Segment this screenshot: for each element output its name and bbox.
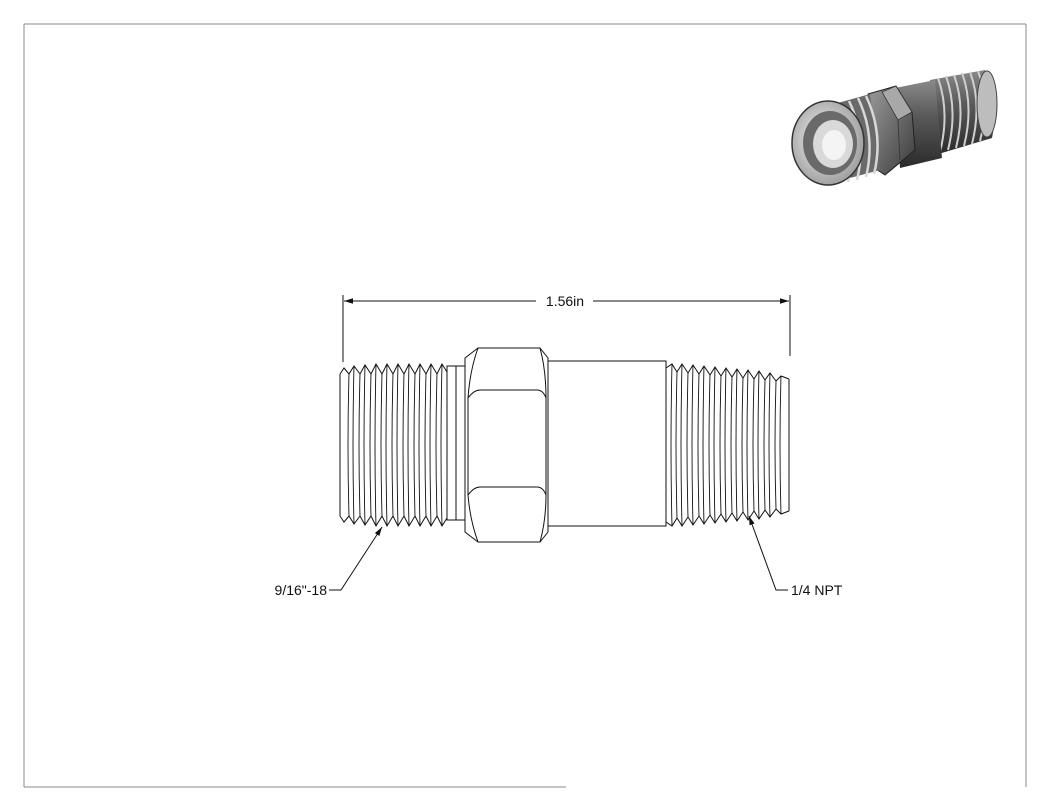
isometric-preview <box>791 70 998 186</box>
overall-length-label: 1.56in <box>546 293 584 309</box>
right-thread-section <box>665 363 790 527</box>
body-sleeve <box>547 360 667 527</box>
sheet-frame <box>23 23 1027 788</box>
right-thread-top-profile <box>665 363 790 382</box>
preview-hex-nut <box>867 85 916 176</box>
right-thread-bottom-profile <box>665 508 790 527</box>
preview-left-opening <box>791 100 865 186</box>
fitting-side-view <box>339 295 791 543</box>
hex-nut <box>464 347 549 543</box>
preview-right-thread <box>930 70 998 155</box>
right-thread-lines <box>670 363 782 527</box>
left-thread-section <box>339 362 466 528</box>
left-thread-leader <box>329 526 383 591</box>
right-thread-callout: 1/4 NPT <box>791 582 843 598</box>
left-thread-callout: 9/16"-18 <box>275 582 328 598</box>
left-thread-lines <box>347 363 443 527</box>
right-thread-leader <box>748 515 788 591</box>
